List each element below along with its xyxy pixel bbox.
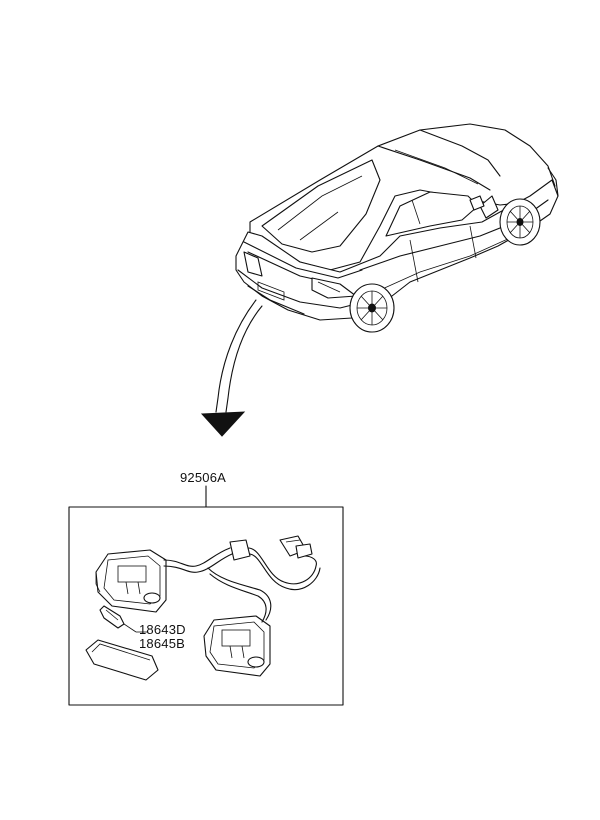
bulb-part-number-label: 18643D: [139, 622, 186, 637]
wiring-harness: [163, 535, 321, 623]
bulb: [99, 605, 137, 633]
assembly-box: [68, 506, 344, 706]
pointer-arrow: [200, 299, 263, 437]
car-illustration: [235, 123, 559, 333]
lens-part-number-label: 18645B: [139, 636, 186, 651]
license-lamp-right: [203, 615, 271, 677]
assembly-part-number-label: 92506A: [180, 470, 227, 485]
lens: [85, 639, 159, 681]
license-lamp-left: [95, 549, 167, 613]
